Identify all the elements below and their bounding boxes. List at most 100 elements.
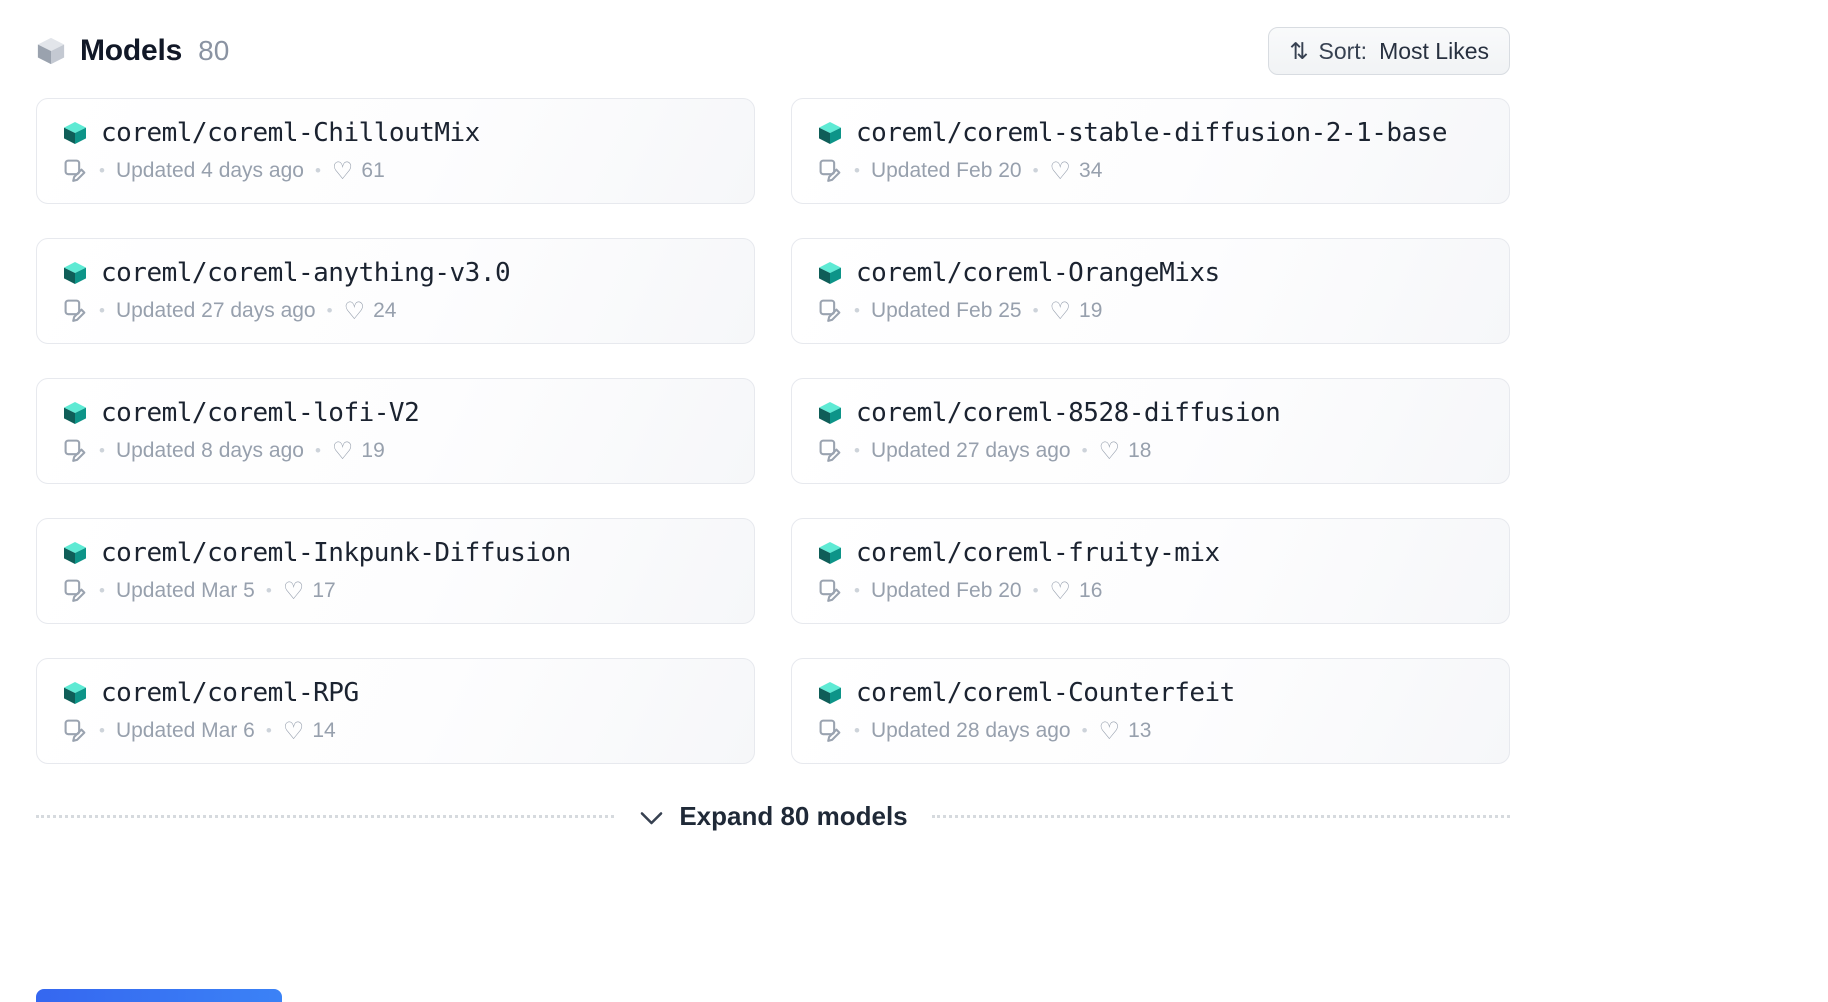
page-title: Models [80, 34, 183, 67]
likes-count: 18 [1128, 438, 1152, 462]
updated-text: Updated Feb 20 [870, 578, 1022, 602]
model-cube-icon [63, 681, 87, 705]
updated-text: Updated Mar 5 [115, 578, 255, 602]
model-cube-icon [818, 401, 842, 425]
text-to-image-task-icon [63, 158, 88, 183]
model-card[interactable]: coreml/coreml-OrangeMixs • Updated Feb 2… [791, 238, 1510, 344]
meta-separator: • [854, 441, 860, 460]
heart-icon: ♡ [1049, 297, 1072, 325]
model-name: coreml/coreml-Inkpunk-Diffusion [101, 538, 571, 568]
model-name: coreml/coreml-ChilloutMix [101, 118, 480, 148]
sort-button[interactable]: ⇅ Sort: Most Likes [1268, 27, 1510, 75]
model-cube-icon [63, 121, 87, 145]
meta-separator: • [265, 581, 272, 600]
models-header: Models 80 ⇅ Sort: Most Likes [36, 26, 1510, 76]
meta-separator: • [99, 721, 105, 740]
model-card[interactable]: coreml/coreml-ChilloutMix • Updated 4 da… [36, 98, 755, 204]
likes-count: 19 [1079, 298, 1103, 322]
meta-separator: • [854, 721, 860, 740]
updated-text: Updated Feb 20 [870, 158, 1022, 182]
model-cube-icon [63, 261, 87, 285]
meta-separator: • [99, 441, 105, 460]
dotted-divider-right [931, 814, 1510, 818]
model-card[interactable]: coreml/coreml-lofi-V2 • Updated 8 days a… [36, 378, 755, 484]
updated-text: Updated 27 days ago [870, 438, 1071, 462]
model-cube-icon [818, 681, 842, 705]
text-to-image-task-icon [63, 298, 88, 323]
meta-separator: • [1032, 581, 1039, 600]
sort-label: Sort: [1318, 37, 1368, 64]
model-cube-icon [818, 261, 842, 285]
model-cube-icon [818, 121, 842, 145]
text-to-image-task-icon [818, 578, 843, 603]
heart-icon: ♡ [331, 437, 354, 465]
meta-separator: • [314, 161, 321, 180]
model-card[interactable]: coreml/coreml-fruity-mix • Updated Feb 2… [791, 518, 1510, 624]
next-section-partial-thumbnail [36, 989, 282, 1002]
likes-count: 24 [373, 298, 397, 322]
model-name: coreml/coreml-OrangeMixs [856, 258, 1220, 288]
updated-text: Updated Feb 25 [870, 298, 1022, 322]
models-count: 80 [198, 35, 230, 66]
text-to-image-task-icon [63, 718, 88, 743]
model-card[interactable]: coreml/coreml-Counterfeit • Updated 28 d… [791, 658, 1510, 764]
likes-count: 17 [312, 578, 336, 602]
model-card[interactable]: coreml/coreml-RPG • Updated Mar 6 • ♡ 14 [36, 658, 755, 764]
model-card[interactable]: coreml/coreml-Inkpunk-Diffusion • Update… [36, 518, 755, 624]
meta-separator: • [854, 161, 860, 180]
updated-text: Updated 8 days ago [115, 438, 304, 462]
model-name: coreml/coreml-Counterfeit [856, 678, 1235, 708]
meta-separator: • [326, 301, 333, 320]
heart-icon: ♡ [343, 297, 366, 325]
dotted-divider-left [36, 814, 615, 818]
meta-separator: • [1032, 301, 1039, 320]
likes-count: 34 [1079, 158, 1103, 182]
meta-separator: • [854, 301, 860, 320]
updated-text: Updated 27 days ago [115, 298, 316, 322]
likes-count: 19 [361, 438, 385, 462]
meta-separator: • [1081, 441, 1088, 460]
model-card[interactable]: coreml/coreml-8528-diffusion • Updated 2… [791, 378, 1510, 484]
likes-count: 61 [361, 158, 385, 182]
meta-separator: • [854, 581, 860, 600]
text-to-image-task-icon [818, 718, 843, 743]
meta-separator: • [99, 301, 105, 320]
model-card[interactable]: coreml/coreml-stable-diffusion-2-1-base … [791, 98, 1510, 204]
updated-text: Updated 4 days ago [115, 158, 304, 182]
heart-icon: ♡ [1098, 437, 1121, 465]
model-name: coreml/coreml-8528-diffusion [856, 398, 1281, 428]
model-name: coreml/coreml-stable-diffusion-2-1-base [856, 118, 1447, 148]
meta-separator: • [99, 161, 105, 180]
likes-count: 16 [1079, 578, 1103, 602]
heart-icon: ♡ [282, 717, 305, 745]
expand-models-button[interactable]: Expand 80 models [638, 800, 908, 832]
heart-icon: ♡ [1049, 157, 1072, 185]
models-cube-icon [36, 36, 66, 66]
text-to-image-task-icon [63, 438, 88, 463]
text-to-image-task-icon [818, 438, 843, 463]
expand-label: Expand 80 models [679, 800, 908, 831]
model-card[interactable]: coreml/coreml-anything-v3.0 • Updated 27… [36, 238, 755, 344]
likes-count: 14 [312, 718, 336, 742]
meta-separator: • [265, 721, 272, 740]
model-name: coreml/coreml-fruity-mix [856, 538, 1220, 568]
model-name: coreml/coreml-lofi-V2 [101, 398, 420, 428]
updated-text: Updated Mar 6 [115, 718, 255, 742]
meta-separator: • [99, 581, 105, 600]
expand-row: Expand 80 models [36, 794, 1510, 838]
heart-icon: ♡ [1049, 577, 1072, 605]
updated-text: Updated 28 days ago [870, 718, 1071, 742]
meta-separator: • [1081, 721, 1088, 740]
heart-icon: ♡ [282, 577, 305, 605]
model-name: coreml/coreml-RPG [101, 678, 359, 708]
model-cube-icon [63, 401, 87, 425]
model-cube-icon [818, 541, 842, 565]
model-cube-icon [63, 541, 87, 565]
models-grid: coreml/coreml-ChilloutMix • Updated 4 da… [36, 98, 1510, 764]
text-to-image-task-icon [818, 298, 843, 323]
text-to-image-task-icon [818, 158, 843, 183]
meta-separator: • [314, 441, 321, 460]
sort-value: Most Likes [1379, 37, 1489, 64]
likes-count: 13 [1128, 718, 1152, 742]
